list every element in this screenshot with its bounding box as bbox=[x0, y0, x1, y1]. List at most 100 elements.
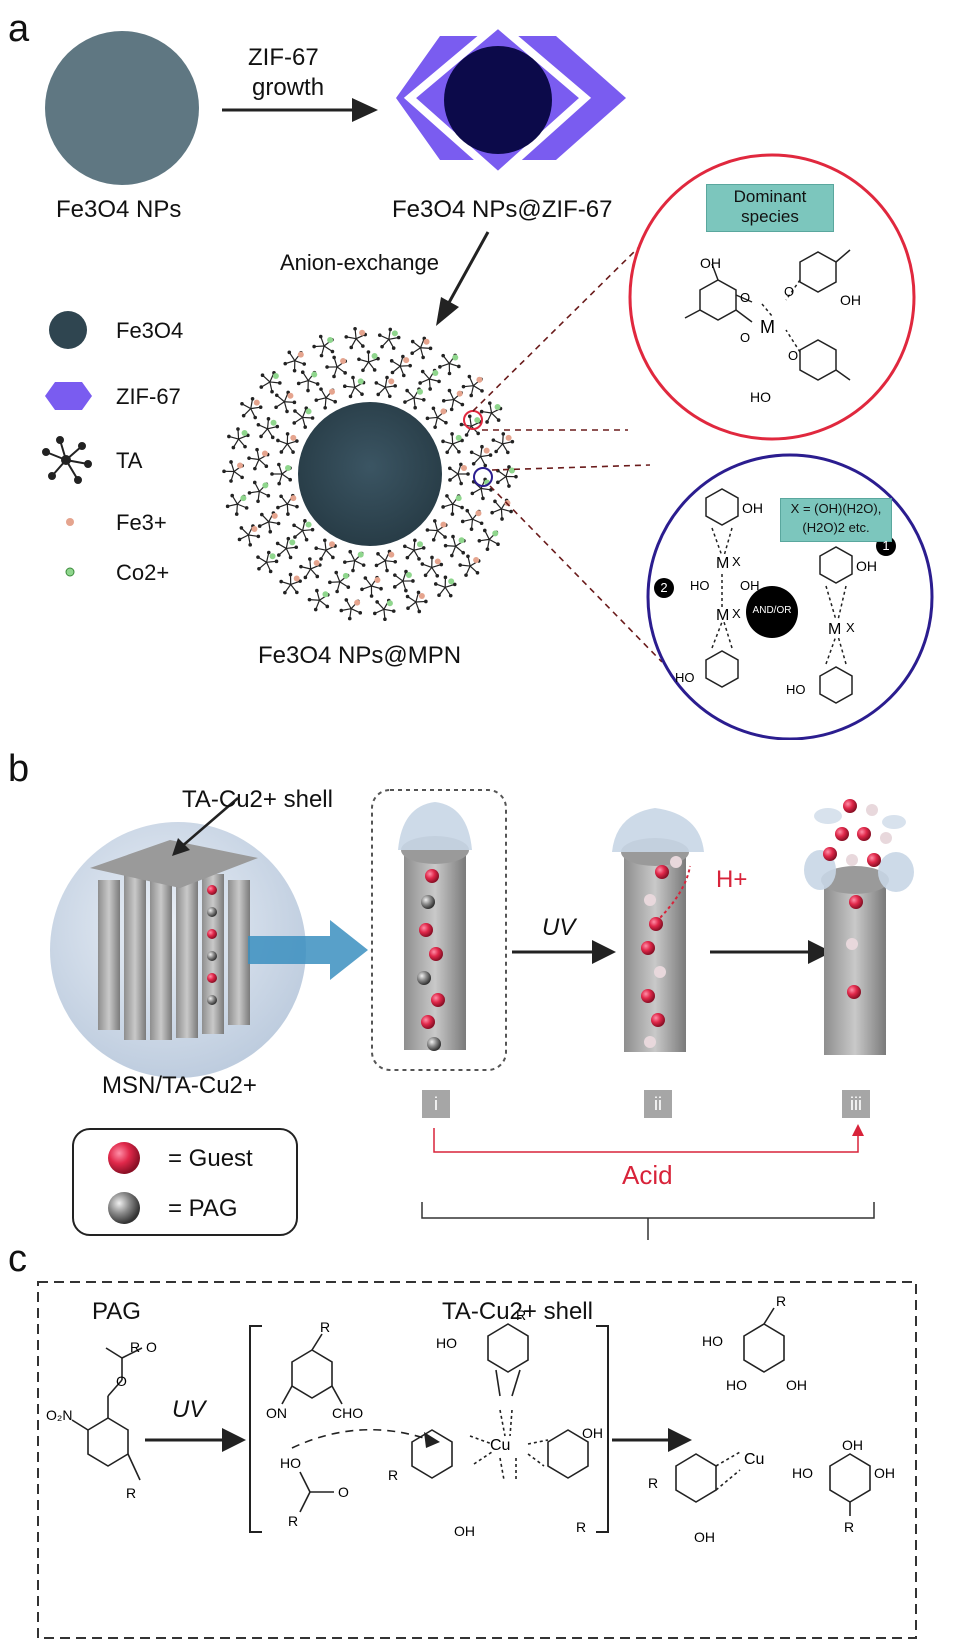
pag-title: PAG bbox=[92, 1298, 141, 1325]
legend-label-fe3o4: Fe3O4 bbox=[116, 318, 184, 343]
svg-text:HO: HO bbox=[280, 1455, 301, 1471]
svg-text:O: O bbox=[740, 290, 750, 305]
svg-text:M: M bbox=[760, 317, 775, 337]
dominant-species-line-1: Dominant bbox=[733, 187, 807, 206]
svg-text:R: R bbox=[126, 1485, 136, 1501]
panel-label-c: c bbox=[8, 1238, 27, 1280]
svg-text:O: O bbox=[338, 1484, 349, 1500]
legend-pag-label: = PAG bbox=[168, 1195, 238, 1222]
svg-text:X: X bbox=[732, 606, 741, 621]
fe3o4-zif-label: Fe3O4 NPs@ZIF-67 bbox=[392, 196, 613, 223]
and-or-label: AND/OR bbox=[752, 605, 792, 616]
tris-catecholate-structure bbox=[684, 249, 851, 381]
svg-text:HO: HO bbox=[690, 578, 710, 593]
pyrogallol-structure-bottom bbox=[829, 1453, 871, 1516]
x-definition-line-1: X = (OH)(H2O), bbox=[790, 501, 882, 516]
uv-label-b: UV bbox=[542, 914, 576, 941]
legend-label-fe3: Fe3+ bbox=[116, 510, 167, 535]
svg-text:OH: OH bbox=[842, 1437, 863, 1453]
svg-text:O: O bbox=[146, 1339, 157, 1355]
svg-text:OH: OH bbox=[840, 292, 861, 308]
acid-label: Acid bbox=[622, 1160, 673, 1190]
svg-text:O: O bbox=[788, 348, 798, 363]
dominant-species-box: Dominant species bbox=[706, 184, 834, 232]
pyrogallol-structure-top bbox=[743, 1307, 785, 1373]
orange-dot-icon bbox=[66, 518, 74, 526]
svg-text:OH: OH bbox=[786, 1377, 807, 1393]
pore-iii-cargo bbox=[823, 799, 892, 999]
svg-text:R: R bbox=[130, 1339, 140, 1355]
marker-2 bbox=[654, 578, 674, 598]
svg-text:ON: ON bbox=[266, 1405, 287, 1421]
fe3o4-nps-label: Fe3O4 NPs bbox=[56, 196, 182, 223]
step-iii: iii bbox=[842, 1090, 870, 1118]
svg-text:O: O bbox=[784, 284, 794, 299]
pore-iii bbox=[804, 808, 914, 1055]
pore-i-cargo bbox=[417, 869, 445, 1051]
marker-1-label: 1 bbox=[882, 538, 890, 553]
svg-text:R: R bbox=[844, 1519, 854, 1535]
svg-text:HO: HO bbox=[786, 682, 806, 697]
svg-text:R: R bbox=[648, 1475, 658, 1491]
svg-text:R: R bbox=[516, 1307, 526, 1323]
svg-text:M: M bbox=[716, 555, 729, 572]
svg-text:OH: OH bbox=[700, 255, 721, 271]
mpn-core bbox=[298, 402, 442, 546]
h-plus-label: H+ bbox=[716, 866, 748, 893]
svg-text:HO: HO bbox=[726, 1377, 747, 1393]
svg-text:R: R bbox=[388, 1467, 398, 1483]
x-definition-line-2: (H2O)2 etc. bbox=[802, 520, 870, 535]
svg-text:O₂N: O₂N bbox=[46, 1407, 72, 1423]
svg-text:OH: OH bbox=[454, 1523, 475, 1539]
nitroso-aldehyde-structure bbox=[281, 1333, 343, 1405]
zif-growth-label-1: ZIF-67 bbox=[248, 44, 319, 71]
purple-hexagon-icon bbox=[45, 382, 92, 410]
anion-exchange-label: Anion-exchange bbox=[280, 250, 440, 275]
fe3o4-nanoparticle bbox=[45, 31, 199, 185]
svg-text:M: M bbox=[716, 607, 729, 624]
gray-sphere-icon bbox=[108, 1192, 140, 1224]
svg-text:OH: OH bbox=[874, 1465, 895, 1481]
svg-text:OH: OH bbox=[694, 1529, 715, 1545]
ta-cu-complex-structure bbox=[411, 1323, 589, 1481]
svg-text:O: O bbox=[740, 330, 750, 345]
svg-text:HO: HO bbox=[750, 389, 771, 405]
big-blue-arrow bbox=[248, 920, 368, 980]
catechol-cu-structure bbox=[675, 1451, 741, 1503]
mpn-shell bbox=[222, 326, 518, 622]
panel-c-graphic: R O O O₂N R R ON CHO HO O R bbox=[37, 1281, 917, 1639]
bis-catecholate-structures bbox=[705, 488, 853, 704]
dominant-species-line-2: species bbox=[741, 207, 799, 226]
svg-text:R: R bbox=[776, 1293, 786, 1309]
svg-text:O: O bbox=[116, 1373, 127, 1389]
svg-text:OH: OH bbox=[740, 578, 760, 593]
svg-text:HO: HO bbox=[675, 670, 695, 685]
legend-guest-label: = Guest bbox=[168, 1145, 253, 1172]
dominant-species-zoom bbox=[628, 153, 916, 441]
zif-growth-label-2: growth bbox=[252, 74, 325, 101]
svg-text:R: R bbox=[320, 1319, 330, 1335]
svg-text:OH: OH bbox=[742, 500, 763, 516]
svg-text:X: X bbox=[846, 620, 855, 635]
uv-label-c: UV bbox=[172, 1396, 206, 1423]
svg-text:Cu: Cu bbox=[744, 1451, 764, 1468]
panel-label-a: a bbox=[8, 8, 30, 50]
shell-label: TA-Cu2+ shell bbox=[182, 786, 333, 813]
zif67-coated-particle bbox=[396, 18, 626, 182]
svg-text:Cu: Cu bbox=[490, 1437, 510, 1454]
msn-label: MSN/TA-Cu2+ bbox=[102, 1072, 257, 1099]
svg-text:R: R bbox=[288, 1513, 298, 1529]
msn-pillars bbox=[90, 840, 258, 1040]
step-i: i bbox=[422, 1090, 450, 1118]
x-definition-box: X = (OH)(H2O), (H2O)2 etc. bbox=[780, 498, 892, 542]
fe3o4-mpn-label: Fe3O4 NPs@MPN bbox=[258, 642, 462, 669]
pore-ii-cargo bbox=[641, 856, 682, 1048]
carboxylic-acid-structure bbox=[299, 1471, 334, 1513]
svg-text:X: X bbox=[732, 554, 741, 569]
svg-text:HO: HO bbox=[702, 1333, 723, 1349]
svg-text:R: R bbox=[576, 1519, 586, 1535]
green-dot-icon bbox=[65, 567, 75, 577]
svg-text:HO: HO bbox=[792, 1465, 813, 1481]
marker-2-label: 2 bbox=[660, 580, 668, 595]
